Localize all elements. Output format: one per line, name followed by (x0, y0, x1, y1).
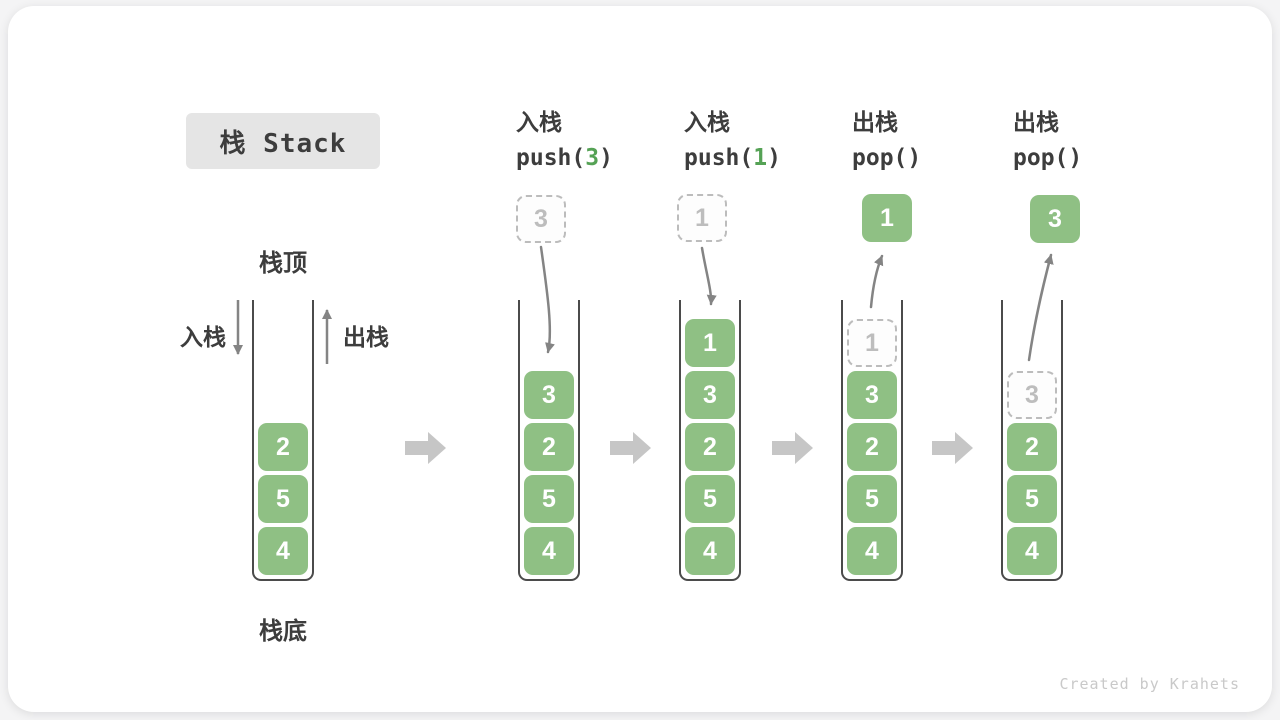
code-pre: pop() (1013, 145, 1083, 171)
stack-block: 3 (847, 371, 897, 419)
stack-block: 4 (524, 527, 574, 575)
op-name-push: 入栈 (684, 109, 730, 135)
op-header-push-1: 入栈 push(1) (684, 104, 844, 176)
stack-well-3 (679, 300, 741, 581)
stack-block: 2 (847, 423, 897, 471)
stack-block: 2 (524, 423, 574, 471)
op-code-push-1: push(1) (684, 140, 844, 176)
code-post: ) (767, 145, 781, 171)
code-pre: push( (516, 145, 586, 171)
stack-block: 5 (685, 475, 735, 523)
incoming-value-box: 3 (516, 195, 566, 243)
stack-block: 5 (847, 475, 897, 523)
code-pre: push( (684, 145, 754, 171)
op-code-push-3: push(3) (516, 140, 676, 176)
page-title: 栈 Stack (219, 128, 347, 159)
op-name-push: 入栈 (516, 109, 562, 135)
stack-block: 4 (1007, 527, 1057, 575)
incoming-value-box: 1 (677, 194, 727, 242)
op-code-pop-2: pop() (1013, 140, 1173, 176)
push-side-label: 入栈 (180, 324, 226, 350)
op-name-pop: 出栈 (1013, 109, 1059, 135)
op-code-pop-1: pop() (852, 140, 1012, 176)
code-arg: 1 (753, 145, 768, 171)
title-box: 栈 Stack (186, 113, 380, 169)
stack-block: 2 (685, 423, 735, 471)
stack-block: 1 (685, 319, 735, 367)
code-arg: 3 (585, 145, 600, 171)
pop-side-label: 出栈 (343, 324, 389, 350)
stack-well-4 (841, 300, 903, 581)
stack-block: 5 (524, 475, 574, 523)
op-header-pop-2: 出栈 pop() (1013, 104, 1173, 176)
op-name-pop: 出栈 (852, 109, 898, 135)
ghost-block: 3 (1007, 371, 1057, 419)
stack-block: 5 (1007, 475, 1057, 523)
stack-block: 2 (1007, 423, 1057, 471)
stack-top-label: 栈顶 (259, 250, 307, 277)
code-pre: pop() (852, 145, 922, 171)
stack-block: 2 (258, 423, 308, 471)
watermark: Created by Krahets (1059, 675, 1240, 693)
popped-value-box: 1 (862, 194, 912, 242)
code-post: ) (599, 145, 613, 171)
stack-block: 3 (524, 371, 574, 419)
stack-block: 4 (258, 527, 308, 575)
stack-block: 5 (258, 475, 308, 523)
ghost-block: 1 (847, 319, 897, 367)
stack-block: 3 (685, 371, 735, 419)
stack-bottom-label: 栈底 (259, 618, 307, 645)
stack-well-2 (518, 300, 580, 581)
popped-value-box: 3 (1030, 195, 1080, 243)
op-header-pop-1: 出栈 pop() (852, 104, 1012, 176)
stack-well-1 (252, 300, 314, 581)
stack-block: 4 (685, 527, 735, 575)
stack-well-5 (1001, 300, 1063, 581)
op-header-push-3: 入栈 push(3) (516, 104, 676, 176)
stack-block: 4 (847, 527, 897, 575)
